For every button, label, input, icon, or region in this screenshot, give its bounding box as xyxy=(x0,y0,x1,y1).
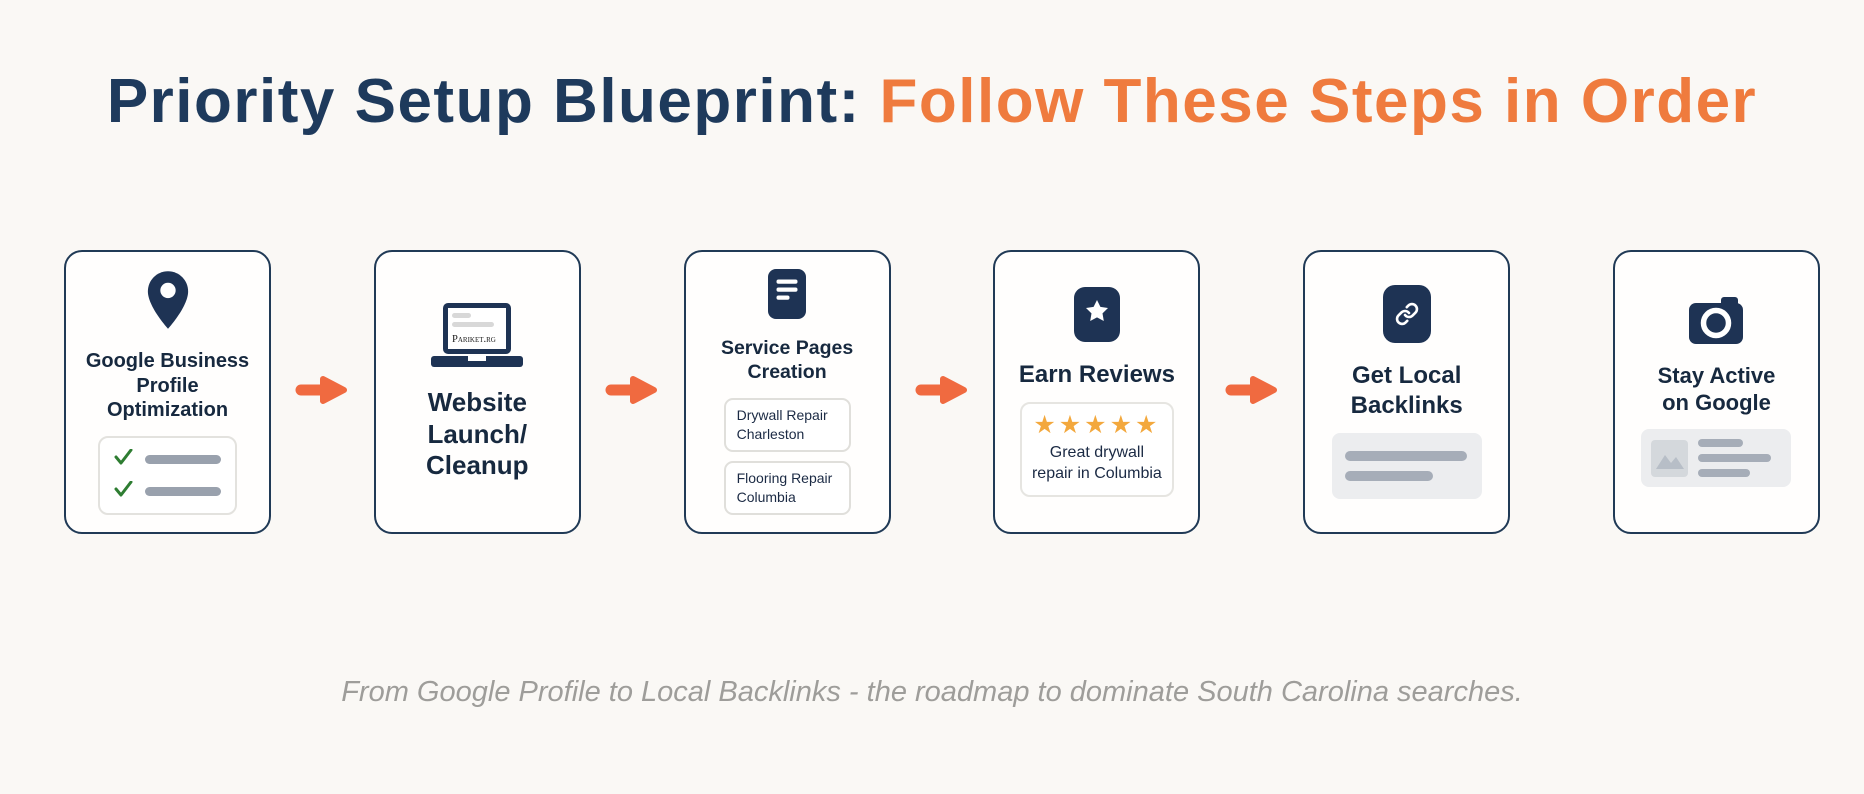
step-title: Earn Reviews xyxy=(1018,361,1175,389)
step-card-google-business-profile: Google Business Profile Optimization xyxy=(64,250,271,534)
step-title: Website Launch/ Cleanup xyxy=(426,386,529,481)
step-card-service-pages: Service Pages Creation Drywall Repair Ch… xyxy=(683,250,891,534)
step-card-stay-active: Stay Active on Google xyxy=(1612,250,1820,534)
step-title: Google Business Profile Optimization xyxy=(85,350,250,422)
arrow-right-icon xyxy=(1225,374,1279,411)
placeholder-bar xyxy=(145,486,221,496)
placeholder-bar xyxy=(1698,454,1772,463)
camera-icon xyxy=(1686,296,1746,350)
step-title: Get Local Backlinks xyxy=(1350,362,1463,419)
placeholder-bar xyxy=(1698,439,1744,448)
post-placeholder-graphic xyxy=(1641,429,1792,488)
checklist-row xyxy=(114,480,221,502)
page-title-dark: Priority Setup Blueprint: xyxy=(106,67,861,136)
review-graphic: ★★★★★ Great drywall repair in Columbia xyxy=(1019,402,1174,497)
page-title: Priority Setup Blueprint: Follow These S… xyxy=(0,66,1864,137)
laptop-screen-text: Pariket.rg xyxy=(452,334,496,345)
arrow-right-icon xyxy=(605,374,659,411)
flow-gap xyxy=(271,250,374,534)
checklist-row xyxy=(114,448,221,470)
arrow-right-icon xyxy=(295,374,349,411)
flow-gap xyxy=(581,250,684,534)
image-placeholder-icon xyxy=(1651,439,1689,477)
page-title-accent: Follow These Steps in Order xyxy=(879,67,1758,136)
check-icon xyxy=(114,480,133,502)
placeholder-lines xyxy=(1698,439,1772,478)
service-page-item: Flooring Repair Columbia xyxy=(723,460,851,515)
placeholder-bar xyxy=(1344,450,1467,461)
placeholder-bar xyxy=(1698,469,1751,478)
steps-flow: Google Business Profile Optimization xyxy=(64,250,1820,534)
step-card-website-launch: Pariket.rg Website Launch/ Cleanup xyxy=(373,250,581,534)
map-pin-icon xyxy=(145,269,191,336)
placeholder-bar xyxy=(1344,470,1433,481)
placeholder-bar xyxy=(145,454,221,464)
link-icon xyxy=(1382,285,1431,348)
review-text: Great drywall repair in Columbia xyxy=(1031,444,1162,483)
caption: From Google Profile to Local Backlinks -… xyxy=(341,676,1523,708)
flow-gap xyxy=(1200,250,1303,534)
step-title: Service Pages Creation xyxy=(720,337,854,384)
backlinks-placeholder-graphic xyxy=(1331,432,1482,499)
flow-gap xyxy=(1510,250,1613,534)
star-badge-icon xyxy=(1073,287,1120,347)
step-card-earn-reviews: Earn Reviews ★★★★★ Great drywall repair … xyxy=(993,250,1201,534)
document-icon xyxy=(768,269,807,324)
step-title: Stay Active on Google xyxy=(1657,362,1776,415)
step-card-local-backlinks: Get Local Backlinks xyxy=(1303,250,1511,534)
flow-gap xyxy=(891,250,994,534)
arrow-right-icon xyxy=(915,374,969,411)
checklist-graphic xyxy=(98,435,237,515)
check-icon xyxy=(114,448,133,470)
service-pages-list: Drywall Repair Charleston Flooring Repai… xyxy=(723,398,851,515)
laptop-icon: Pariket.rg xyxy=(428,302,526,374)
five-stars-icon: ★★★★★ xyxy=(1033,411,1161,440)
service-page-item: Drywall Repair Charleston xyxy=(723,398,851,452)
